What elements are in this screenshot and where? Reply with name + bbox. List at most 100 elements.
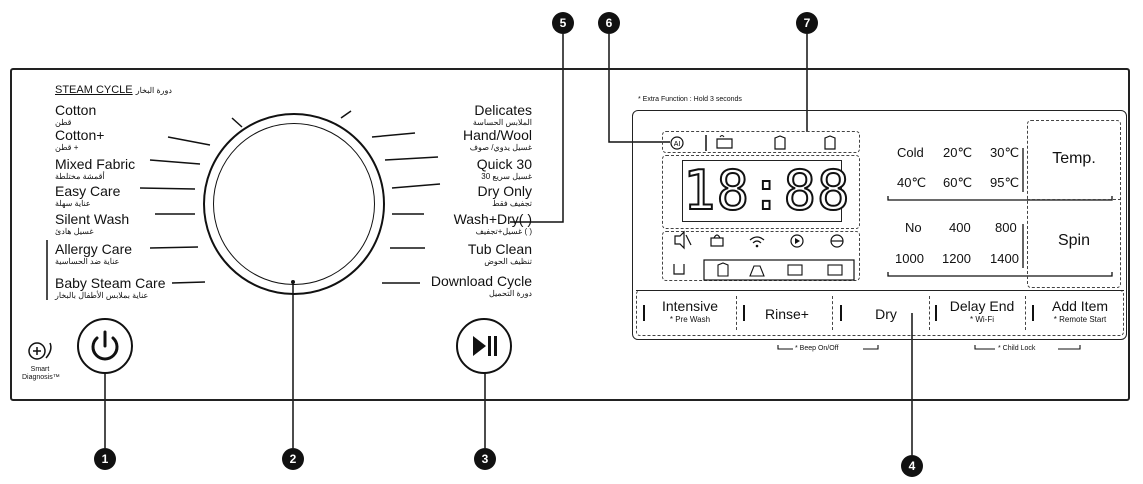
power-button[interactable] bbox=[77, 318, 133, 374]
shirt-steam-icon bbox=[824, 135, 836, 150]
add-item-indicator bbox=[1032, 305, 1034, 321]
lcd-top-icons: AI bbox=[670, 135, 836, 151]
add-item-sub: * Remote Start bbox=[1053, 315, 1107, 324]
smart-diagnosis-icon bbox=[28, 342, 52, 360]
separator bbox=[832, 296, 833, 330]
child-lock-note: * Child Lock bbox=[998, 345, 1036, 352]
program-wash-dry: Wash+Dry( )غسيل+تجفيف ( ) bbox=[453, 211, 532, 236]
delay-end-sub: * Wi-Fi bbox=[970, 315, 994, 324]
dry-button[interactable]: Dry bbox=[850, 306, 922, 322]
beep-note: * Beep On/Off bbox=[795, 345, 839, 352]
dry-indicator bbox=[840, 305, 842, 321]
digit-display: 18:88 bbox=[682, 159, 851, 222]
spin-option-1200: 1200 bbox=[942, 251, 971, 266]
add-item-label: Add Item bbox=[1051, 298, 1109, 314]
buttons-top-line bbox=[636, 290, 1124, 291]
separator bbox=[1025, 296, 1026, 330]
intensive-indicator bbox=[643, 305, 645, 321]
time-digits: 18:88 bbox=[682, 159, 851, 222]
delay-end-button[interactable]: Delay End* Wi-Fi bbox=[944, 298, 1020, 324]
steam-cycle-header: STEAM CYCLE دورة البخار bbox=[55, 84, 172, 96]
tshirt-icon bbox=[774, 135, 786, 150]
rinse-plus-label: Rinse+ bbox=[765, 306, 809, 322]
wash-basin-icon bbox=[673, 264, 685, 275]
delay-end-label: Delay End bbox=[949, 298, 1015, 314]
rinse-indicator bbox=[743, 305, 745, 321]
callout-4: 4 bbox=[901, 455, 923, 477]
digit-display-frame bbox=[662, 155, 860, 229]
dial-center-dot bbox=[291, 280, 295, 284]
spin-option-1000: 1000 bbox=[895, 251, 924, 266]
temp-spin-divider bbox=[1027, 199, 1121, 200]
temp-option-40: 40℃ bbox=[897, 175, 927, 190]
temp-spin-frame bbox=[1027, 120, 1121, 288]
intensive-sub: * Pre Wash bbox=[669, 315, 711, 324]
temp-option-60: 60℃ bbox=[943, 175, 973, 190]
spin-option-800: 800 bbox=[995, 220, 1017, 235]
extra-function-note: * Extra Function : Hold 3 seconds bbox=[638, 96, 742, 103]
callout-6: 6 bbox=[598, 12, 620, 34]
remote-start-icon bbox=[790, 234, 804, 248]
temp-button[interactable]: Temp. bbox=[1052, 150, 1096, 167]
mute-icon bbox=[674, 230, 692, 250]
steam-icon bbox=[716, 135, 733, 149]
callout-1: 1 bbox=[94, 448, 116, 470]
temp-option-cold: Cold bbox=[897, 145, 924, 160]
separator bbox=[929, 296, 930, 330]
temp-option-95: 95℃ bbox=[990, 175, 1020, 190]
ai-icon: AI bbox=[670, 136, 684, 150]
intensive-label: Intensive bbox=[661, 298, 719, 314]
temp-option-20: 20℃ bbox=[943, 145, 973, 160]
callout-5: 5 bbox=[552, 12, 574, 34]
display-panel bbox=[632, 110, 1127, 340]
smart-diagnosis-label: Smart Diagnosis™ bbox=[22, 366, 60, 381]
dry-level-icon-1 bbox=[787, 264, 803, 276]
tub-icon bbox=[830, 234, 844, 248]
steam-cycle-label: STEAM CYCLE bbox=[55, 84, 133, 96]
spin-option-400: 400 bbox=[949, 220, 971, 235]
steam-cycle-arabic: دورة البخار bbox=[135, 86, 172, 95]
program-dial[interactable] bbox=[203, 113, 385, 295]
shirt-dry-icon bbox=[717, 262, 729, 277]
option-icons-top bbox=[662, 131, 860, 153]
intensive-button[interactable]: Intensive* Pre Wash bbox=[652, 298, 728, 324]
add-item-button[interactable]: Add Item* Remote Start bbox=[1040, 298, 1120, 324]
temp-option-30: 30℃ bbox=[990, 145, 1020, 160]
control-panel bbox=[10, 68, 1130, 401]
spin-button[interactable]: Spin bbox=[1057, 232, 1091, 249]
dry-label: Dry bbox=[875, 306, 897, 322]
delay-end-indicator bbox=[935, 305, 937, 321]
svg-text:AI: AI bbox=[674, 141, 681, 148]
dry-level-icon-2 bbox=[827, 264, 843, 276]
iron-icon bbox=[749, 265, 765, 277]
start-pause-button[interactable] bbox=[456, 318, 512, 374]
program-cotton-plus: Cotton+قطن + bbox=[55, 127, 105, 152]
rinse-plus-button[interactable]: Rinse+ bbox=[752, 306, 822, 322]
callout-7: 7 bbox=[796, 12, 818, 34]
power-icon bbox=[91, 330, 119, 361]
spin-option-1400: 1400 bbox=[990, 251, 1019, 266]
lock-icon bbox=[710, 234, 724, 247]
callout-2: 2 bbox=[282, 448, 304, 470]
spin-option-no: No bbox=[905, 220, 922, 235]
program-dial-inner bbox=[213, 123, 375, 285]
callout-3: 3 bbox=[474, 448, 496, 470]
separator bbox=[736, 296, 737, 330]
status-icons bbox=[673, 230, 855, 281]
